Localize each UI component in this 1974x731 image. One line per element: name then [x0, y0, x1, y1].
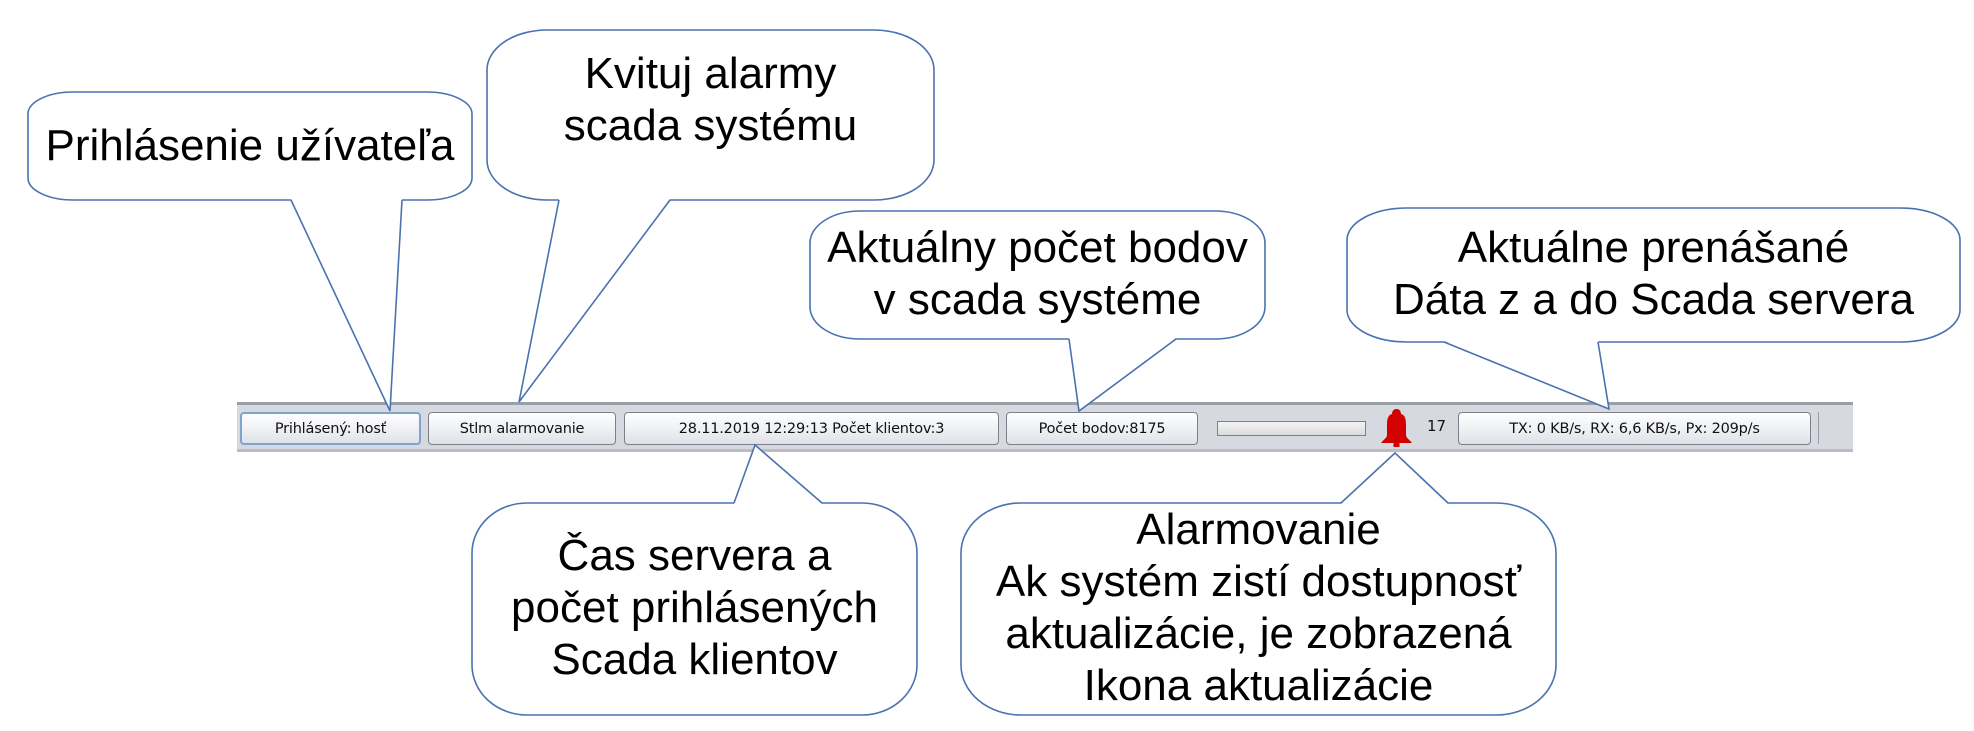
callout-ack-alarms: Kvituj alarmy scada systému: [487, 48, 934, 152]
status-bar: Prihlásený: hosť Stlm alarmovanie 28.11.…: [237, 402, 1853, 452]
silence-alarms-button[interactable]: Stlm alarmovanie: [428, 412, 616, 445]
callout-server-time: Čas servera a počet prihlásených Scada k…: [472, 530, 917, 686]
callout-line: Dáta z a do Scada servera: [1393, 275, 1914, 324]
callout-traffic: Aktuálne prenášané Dáta z a do Scada ser…: [1347, 222, 1960, 326]
callout-line: Čas servera a: [557, 531, 832, 580]
bell-icon[interactable]: [1376, 407, 1417, 449]
callout-line: Aktuálny počet bodov: [827, 223, 1248, 272]
separator: [1818, 412, 1819, 444]
user-login-button[interactable]: Prihlásený: hosť: [240, 412, 421, 445]
callout-alarming: Alarmovanie Ak systém zistí dostupnosť a…: [961, 504, 1556, 712]
progress-bar: [1217, 421, 1366, 436]
callout-line: aktualizácie, je zobrazená: [1005, 609, 1512, 658]
alarm-count: 17: [1427, 417, 1447, 435]
server-time-clients-button[interactable]: 28.11.2019 12:29:13 Počet klientov:3: [624, 412, 999, 445]
callout-line: scada systému: [563, 101, 858, 150]
callout-line: Alarmovanie: [1136, 505, 1381, 554]
callout-line: Ak systém zistí dostupnosť: [995, 557, 1522, 606]
callout-line: počet prihlásených: [511, 583, 878, 632]
points-count-button[interactable]: Počet bodov:8175: [1006, 412, 1198, 445]
callout-line: Ikona aktualizácie: [1083, 661, 1434, 710]
callout-points: Aktuálny počet bodov v scada systéme: [810, 222, 1265, 326]
callout-line: v scada systéme: [873, 275, 1202, 324]
callout-line: Kvituj alarmy: [584, 49, 837, 98]
callout-line: Aktuálne prenášané: [1457, 223, 1850, 272]
traffic-button[interactable]: TX: 0 KB/s, RX: 6,6 KB/s, Px: 209p/s: [1458, 412, 1811, 445]
callout-login: Prihlásenie užívateľa: [28, 120, 472, 172]
callout-line: Scada klientov: [551, 635, 838, 684]
callout-line: Prihlásenie užívateľa: [45, 121, 455, 170]
